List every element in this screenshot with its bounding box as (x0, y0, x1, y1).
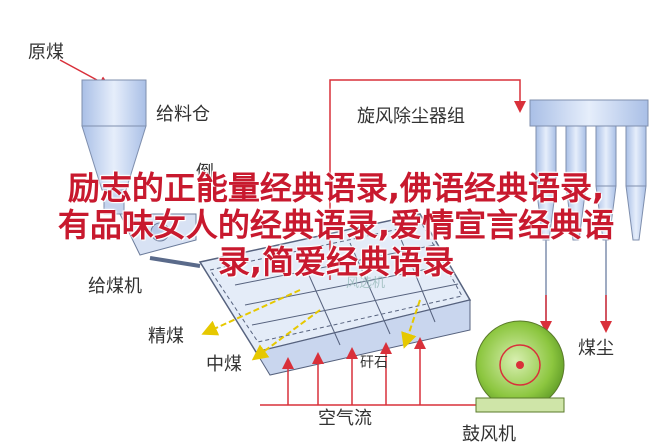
air-separator-table (198, 213, 472, 376)
gangue-label: 矸石 (360, 355, 388, 371)
raw-coal-label: 原煤 (28, 42, 64, 63)
overlay-line-1: 励志的正能量经典语录,佛语经典语录, (67, 169, 605, 207)
air-flow-label: 空气流 (318, 408, 372, 429)
feeder (119, 213, 201, 268)
watermark: 风选机 (346, 276, 386, 291)
air-flow-arrows (260, 337, 455, 406)
middlings-arrow (251, 309, 321, 361)
fine-coal-label: 精煤 (148, 326, 184, 347)
overlay-line-2: 有品味女人的经典语录,爱情宣言经典语 (57, 206, 615, 244)
cyclone-group-label: 旋风除尘器组 (357, 106, 465, 127)
fine-coal-arrow (201, 289, 301, 336)
gangue-arrow (401, 299, 421, 349)
occluded-label: 倒 (196, 162, 214, 183)
feed-bin-label: 给料仓 (156, 104, 210, 125)
feeder-label: 给煤机 (88, 276, 142, 297)
middlings-label: 中煤 (206, 354, 242, 375)
feed-bin (81, 79, 147, 215)
overlay-line-3: 录,简爱经典语录 (217, 243, 455, 281)
dust-collection-line (329, 79, 526, 280)
blower-label: 鼓风机 (462, 424, 516, 445)
coal-dust-label: 煤尘 (578, 338, 614, 359)
blower (475, 320, 565, 413)
cyclone-group (529, 99, 649, 325)
